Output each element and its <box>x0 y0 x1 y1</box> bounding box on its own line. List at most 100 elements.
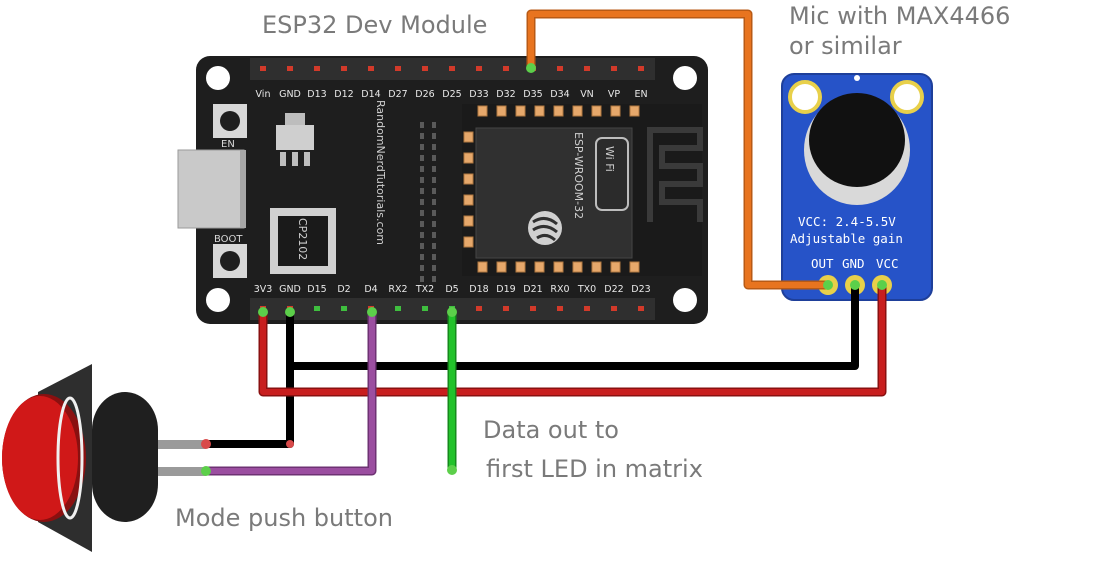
mount-hole <box>673 288 697 312</box>
bottom-pin-label: D21 <box>523 284 542 295</box>
silkscreen-url: RandomNerdTutorials.com <box>374 100 387 245</box>
bottom-pin-label: RX0 <box>550 284 569 295</box>
cp2102-chip: CP2102 <box>270 208 336 274</box>
esp-wroom-32-module: ESP-WROOM-32 Wi Fi <box>462 104 703 276</box>
bottom-pin-label: D4 <box>364 284 377 295</box>
module-pad <box>629 261 640 273</box>
top-pin-label: D26 <box>415 89 434 100</box>
module-pad <box>463 236 474 248</box>
bottom-pin-d15 <box>314 306 320 311</box>
bottom-pin-label: D23 <box>631 284 650 295</box>
top-pin-label: VN <box>580 89 594 100</box>
top-pin-label: Vin <box>256 89 271 100</box>
module-pad <box>477 105 488 117</box>
top-pin-d25 <box>449 66 455 71</box>
mount-hole <box>206 288 230 312</box>
mic-pin-label-gnd: GND <box>842 256 865 271</box>
boot-button-label: BOOT <box>214 234 243 245</box>
top-pin-d33 <box>476 66 482 71</box>
top-pin-label: D25 <box>442 89 461 100</box>
button-cap <box>2 396 78 520</box>
bottom-pin-label: TX0 <box>577 284 596 295</box>
module-pad <box>496 261 507 273</box>
bottom-pin-d22 <box>611 306 617 311</box>
module-pad <box>463 215 474 227</box>
bottom-pin-tx2 <box>422 306 428 311</box>
top-pin-vn <box>584 66 590 71</box>
top-pin-d13 <box>314 66 320 71</box>
module-pad <box>463 173 474 185</box>
module-pad <box>553 261 564 273</box>
bottom-pin-label: GND <box>279 284 301 295</box>
top-pin-d27 <box>395 66 401 71</box>
module-pad <box>553 105 564 117</box>
module-pad <box>463 194 474 206</box>
module-pad <box>610 261 621 273</box>
module-pad <box>496 105 507 117</box>
bottom-pin-d19 <box>503 306 509 311</box>
top-pin-label: GND <box>279 89 301 100</box>
module-pad <box>534 105 545 117</box>
module-pad <box>463 152 474 164</box>
module-pad <box>610 105 621 117</box>
wifi-logo: Wi Fi <box>595 137 629 211</box>
mic-spec-line1: VCC: 2.4-5.5V <box>798 214 896 229</box>
bottom-pin-d2 <box>341 306 347 311</box>
top-pin-d34 <box>557 66 563 71</box>
bottom-pin-label: 3V3 <box>254 284 273 295</box>
bottom-pin-label: D15 <box>307 284 326 295</box>
top-pin-label: D27 <box>388 89 407 100</box>
data-caption-line2: first LED in matrix <box>486 455 703 483</box>
cp2102-label: CP2102 <box>296 218 309 260</box>
mic-title-line1: Mic with MAX4466 <box>789 2 1010 30</box>
mic-pin-label-out: OUT <box>811 256 834 271</box>
bottom-pin-d21 <box>530 306 536 311</box>
top-pin-d14 <box>368 66 374 71</box>
top-pin-gnd <box>287 66 293 71</box>
top-pin-label: D13 <box>307 89 326 100</box>
top-pin-d32 <box>503 66 509 71</box>
mic-title-line2: or similar <box>789 32 902 60</box>
wire-purple-d4-to-button <box>203 309 375 474</box>
en-button-label: EN <box>221 139 235 150</box>
module-pad <box>463 131 474 143</box>
bottom-pin-label: D19 <box>496 284 515 295</box>
mic-spec-line2: Adjustable gain <box>790 231 903 246</box>
top-pin-label: D12 <box>334 89 353 100</box>
top-pin-d12 <box>341 66 347 71</box>
data-caption-line1: Data out to <box>483 416 619 444</box>
top-pin-d26 <box>422 66 428 71</box>
bottom-pin-label: TX2 <box>415 284 434 295</box>
top-pin-label: D32 <box>496 89 515 100</box>
top-pin-label: VP <box>608 89 620 100</box>
bottom-pin-d23 <box>638 306 644 311</box>
board-title: ESP32 Dev Module <box>262 11 487 39</box>
button-lead <box>150 467 206 476</box>
bottom-pin-label: RX2 <box>388 284 407 295</box>
module-pad <box>629 105 640 117</box>
button-lead <box>150 440 206 449</box>
module-pad <box>572 105 583 117</box>
module-pad <box>591 261 602 273</box>
top-pin-label: D33 <box>469 89 488 100</box>
top-pin-label: EN <box>634 89 647 100</box>
mic-pin-label-vcc: VCC <box>876 256 899 271</box>
bottom-pin-label: D2 <box>337 284 350 295</box>
mic-mount-hole <box>788 80 822 114</box>
wires <box>201 9 887 476</box>
wire-red-3v3-to-mic-vcc <box>260 282 885 395</box>
module-pad <box>477 261 488 273</box>
module-pad <box>572 261 583 273</box>
bottom-pin-label: D18 <box>469 284 488 295</box>
top-pin-vin <box>260 66 266 71</box>
antenna-trace <box>647 127 703 222</box>
module-label: ESP-WROOM-32 <box>572 132 585 219</box>
button-caption: Mode push button <box>175 504 393 532</box>
voltage-regulator <box>276 125 314 150</box>
mic-module: VCC: 2.4-5.5V Adjustable gain OUT GND VC… <box>781 73 933 301</box>
button-body <box>92 392 158 522</box>
wire-black-gnd-to-mic-gnd <box>286 281 859 370</box>
bottom-pin-rx2 <box>395 306 401 311</box>
